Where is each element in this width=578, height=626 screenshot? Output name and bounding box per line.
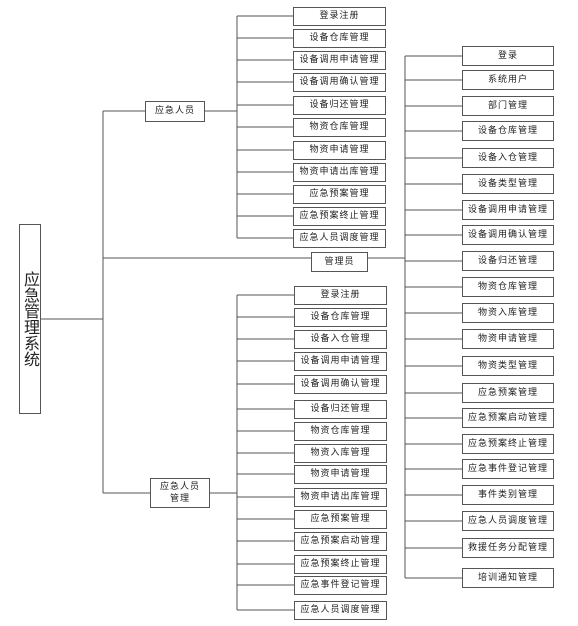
admin-leaf-item: 登录 (462, 46, 554, 66)
staff-leaf-item: 设备调用确认管理 (293, 73, 386, 92)
admin-leaf-item: 设备归还管理 (462, 251, 554, 271)
staff-mgmt-leaf-item: 设备仓库管理 (294, 308, 387, 327)
staff-mgmt-leaf-item: 应急预案启动管理 (294, 532, 387, 551)
staff-mgmt-leaf-item: 物资申请出库管理 (294, 488, 387, 507)
admin-leaf-item: 物资入库管理 (462, 303, 554, 323)
admin-leaf-item: 物资仓库管理 (462, 277, 554, 297)
staff-mgmt-leaf-item: 设备调用确认管理 (294, 375, 387, 394)
admin-leaf-item: 设备仓库管理 (462, 121, 554, 141)
group-node-staff-management: 应急人员管理 (150, 478, 210, 508)
admin-leaf-item: 系统用户 (462, 70, 554, 90)
admin-leaf-item: 设备调用确认管理 (462, 225, 554, 245)
staff-leaf-item: 物资仓库管理 (293, 118, 386, 137)
staff-mgmt-leaf-item: 物资入库管理 (294, 444, 387, 463)
staff-mgmt-leaf-item: 物资仓库管理 (294, 422, 387, 441)
admin-leaf-item: 应急预案终止管理 (462, 434, 554, 454)
staff-mgmt-leaf-item: 应急预案管理 (294, 510, 387, 529)
group-node-admin: 管理员 (311, 252, 368, 272)
admin-leaf-item: 部门管理 (462, 96, 554, 116)
staff-leaf-item: 物资申请管理 (293, 141, 386, 160)
staff-mgmt-leaf-item: 设备入仓管理 (294, 330, 387, 349)
admin-leaf-item: 救援任务分配管理 (462, 538, 554, 558)
admin-leaf-item: 事件类别管理 (462, 485, 554, 505)
staff-mgmt-leaf-item: 设备归还管理 (294, 400, 387, 419)
staff-leaf-item: 应急人员调度管理 (293, 229, 386, 248)
admin-leaf-item: 设备入仓管理 (462, 148, 554, 168)
staff-mgmt-leaf-item: 应急人员调度管理 (294, 601, 387, 620)
admin-leaf-item: 培训通知管理 (462, 568, 554, 588)
group-node-emergency-staff: 应急人员 (145, 101, 205, 122)
staff-leaf-item: 应急预案管理 (293, 185, 386, 204)
staff-leaf-item: 物资申请出库管理 (293, 163, 386, 182)
admin-leaf-item: 应急事件登记管理 (462, 459, 554, 479)
staff-mgmt-leaf-item: 设备调用申请管理 (294, 352, 387, 371)
root-node: 应急管理系统 (19, 224, 41, 414)
staff-mgmt-leaf-item: 应急预案终止管理 (294, 555, 387, 574)
admin-leaf-item: 设备调用申请管理 (462, 200, 554, 220)
staff-leaf-item: 登录注册 (293, 7, 386, 26)
admin-leaf-item: 应急人员调度管理 (462, 511, 554, 531)
staff-mgmt-leaf-item: 登录注册 (294, 286, 387, 305)
admin-leaf-item: 应急预案管理 (462, 383, 554, 403)
staff-leaf-item: 设备仓库管理 (293, 29, 386, 48)
staff-mgmt-leaf-item: 物资申请管理 (294, 465, 387, 484)
admin-leaf-item: 物资申请管理 (462, 329, 554, 349)
admin-leaf-item: 设备类型管理 (462, 174, 554, 194)
staff-leaf-item: 设备归还管理 (293, 96, 386, 115)
staff-mgmt-leaf-item: 应急事件登记管理 (294, 576, 387, 595)
admin-leaf-item: 应急预案启动管理 (462, 408, 554, 428)
staff-leaf-item: 应急预案终止管理 (293, 207, 386, 226)
admin-leaf-item: 物资类型管理 (462, 356, 554, 376)
staff-leaf-item: 设备调用申请管理 (293, 51, 386, 70)
